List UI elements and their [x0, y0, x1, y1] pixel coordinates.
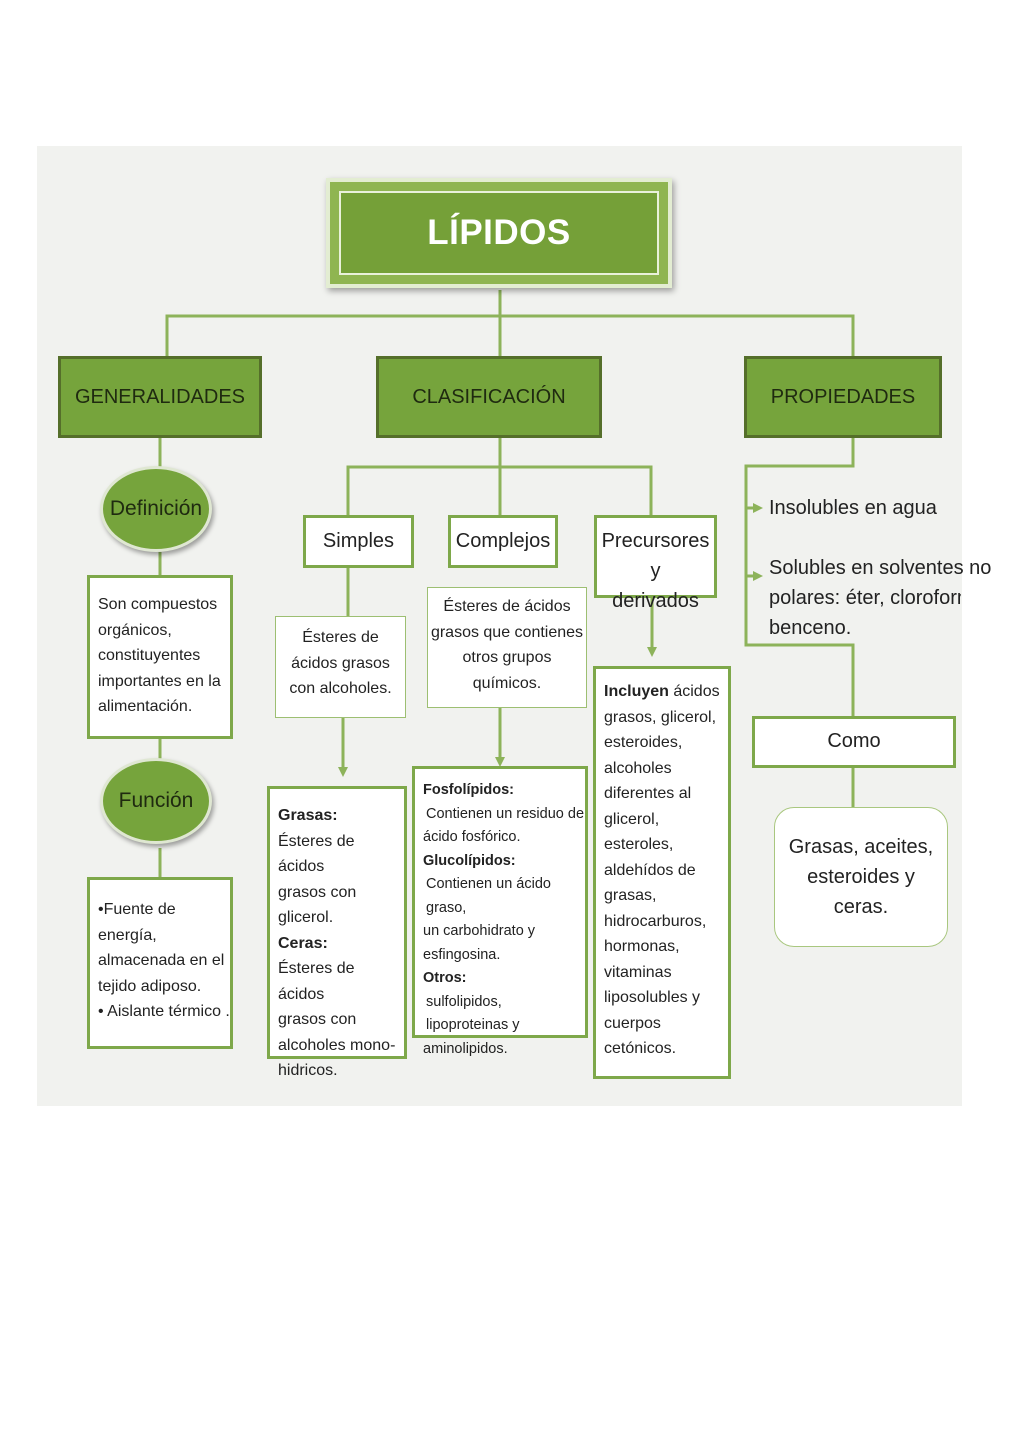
funcion-line: tejido adiposo.: [98, 977, 202, 995]
header-generalidades: GENERALIDADES: [58, 356, 262, 438]
simples-detail-box: Grasas: Ésteres de ácidos grasos con gli…: [267, 786, 407, 1079]
title-box: LÍPIDOS: [326, 178, 672, 288]
definicion-line: alimentación.: [98, 698, 193, 715]
glucolipidos-line: esfingosina.: [423, 946, 501, 963]
funcion-line: energía,: [98, 926, 157, 944]
definicion-box: Son compuestos orgánicos, constituyentes…: [87, 575, 233, 739]
simples-desc-line: Ésteres de: [302, 629, 379, 646]
fosfolipidos-title: Fosfolípidos:: [423, 782, 515, 798]
complejos-detail-box: Fosfolípidos: Contienen un residuo de ác…: [412, 766, 588, 1057]
funcion-line: almacenada en el: [98, 952, 225, 969]
precursores-line: esteroides,: [604, 734, 683, 751]
simples-description: Ésteres de ácidos grasos con alcoholes.: [275, 616, 406, 718]
precursores-line: aldehídos de: [604, 861, 696, 879]
complejos-description: Ésteres de ácidos grasos que contienes o…: [427, 587, 587, 708]
funcion-line: •Fuente de: [98, 901, 176, 918]
glucolipidos-line: Contienen un ácido graso,: [426, 876, 551, 916]
header-clasificacion: CLASIFICACIÓN: [376, 356, 602, 438]
precursores-lead-rest: ácidos: [668, 683, 720, 700]
precursores-detail-box: Incluyen ácidos grasos, glicerol, estero…: [593, 666, 731, 1079]
fosfolipidos-line: ácido fosfórico.: [423, 829, 521, 845]
solubles-line: polares: éter, cloroformo y: [769, 587, 961, 609]
precursores-line: cuerpos: [604, 1014, 661, 1032]
precursores-line: esteroles,: [604, 836, 674, 853]
grasas-line: Ésteres de ácidos: [278, 832, 355, 876]
definicion-line: orgánicos,: [98, 621, 172, 639]
como-line: ceras.: [833, 896, 889, 918]
complejos-desc-line: químicos.: [472, 674, 542, 692]
otros-line: aminolipidos.: [423, 1040, 508, 1057]
funcion-box: •Fuente de energía, almacenada en el tej…: [87, 877, 233, 1049]
grasas-line: grasos con: [278, 883, 357, 901]
precursores-node: Precursores y derivados: [594, 515, 717, 612]
otros-title: Otros:: [423, 970, 467, 986]
ceras-line: grasos con: [278, 1011, 357, 1028]
precursores-lead-bold: Incluyen: [604, 683, 669, 700]
precursores-label-line: Precursores y: [601, 530, 710, 582]
simples-desc-line: con alcoholes.: [289, 680, 392, 697]
solubles-line: Solubles en solventes no: [769, 557, 992, 579]
connector: [346, 465, 653, 515]
ceras-line: Ésteres de ácidos: [278, 960, 355, 1003]
header-propiedades: PROPIEDADES: [744, 356, 942, 438]
precursores-line: grasos, glicerol,: [604, 708, 717, 726]
como-node: Como: [752, 716, 956, 768]
grasas-line: glicerol.: [278, 909, 334, 926]
connector: [165, 314, 855, 356]
definicion-line: importantes en la: [98, 672, 221, 690]
grasas-title: Grasas:: [278, 807, 338, 824]
ceras-title: Ceras:: [278, 934, 328, 952]
precursores-line: diferentes al: [604, 785, 692, 802]
como-line: esteroides y: [807, 866, 915, 888]
precursores-line: grasas,: [604, 887, 657, 904]
precursores-line: cetónicos.: [604, 1040, 677, 1057]
insolubles-text: Insolubles en agua: [769, 497, 937, 519]
complejos-desc-line: otros grupos: [462, 649, 552, 666]
glucolipidos-line: un carbohidrato y: [423, 923, 536, 939]
funcion-node: Función: [100, 758, 212, 844]
como-line: Grasas, aceites,: [788, 836, 934, 858]
precursores-label-line: derivados: [612, 590, 699, 612]
funcion-line: • Aislante térmico .: [98, 1003, 230, 1020]
precursores-line: glicerol,: [604, 810, 660, 828]
otros-line: sulfolipidos, lipoproteinas y: [426, 993, 520, 1034]
ceras-line: alcoholes mono-: [278, 1036, 396, 1054]
precursores-line: alcoholes: [604, 759, 672, 777]
connector: [744, 437, 855, 718]
solubles-text: Solubles en solventes no polares: éter, …: [769, 553, 992, 643]
precursores-line: liposolubles y: [604, 989, 701, 1006]
precursores-line: hormonas,: [604, 938, 680, 955]
ceras-line: hidricos.: [278, 1062, 338, 1079]
complejos-desc-line: Ésteres de ácidos: [443, 598, 571, 615]
como-examples-box: Grasas, aceites, esteroides y ceras.: [774, 807, 948, 947]
complejos-node: Complejos: [448, 515, 558, 568]
simples-desc-line: ácidos grasos: [291, 654, 390, 672]
diagram-title: LÍPIDOS: [339, 191, 659, 275]
fosfolipidos-line: Contienen un residuo de: [426, 805, 585, 822]
definicion-node: Definición: [100, 466, 212, 552]
simples-node: Simples: [303, 515, 414, 568]
definicion-line: Son compuestos: [98, 596, 218, 613]
precursores-line: vitaminas: [604, 963, 672, 981]
glucolipidos-title: Glucolípidos:: [423, 852, 516, 869]
solubles-line: benceno.: [769, 617, 852, 639]
precursores-line: hidrocarburos,: [604, 912, 707, 930]
precursores-lead: Incluyen ácidos: [604, 679, 728, 705]
definicion-line: constituyentes: [98, 647, 201, 664]
complejos-desc-line: grasos que contienes: [430, 623, 584, 641]
